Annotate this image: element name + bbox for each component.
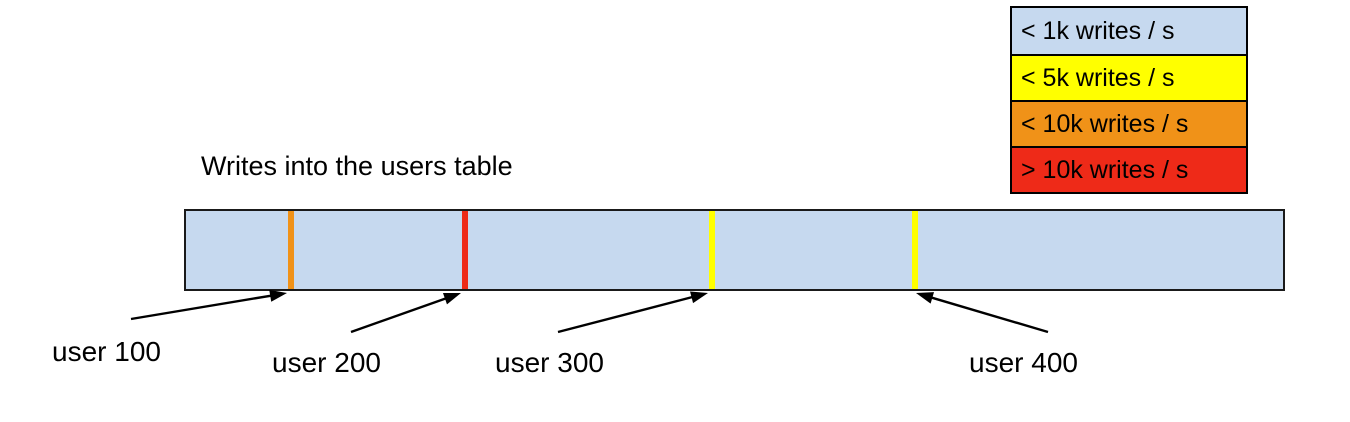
- diagram-caption: Writes into the users table: [201, 151, 513, 181]
- stripe-user-200: [462, 211, 468, 289]
- arrow-head-0: [269, 289, 287, 302]
- legend-item-label: < 10k writes / s: [1021, 109, 1189, 138]
- arrow-head-1: [442, 293, 461, 305]
- legend-item-lt-10k: < 10k writes / s: [1012, 100, 1246, 146]
- arrow-shaft-0: [130, 293, 275, 321]
- stripe-user-100: [288, 211, 294, 289]
- stripe-user-300: [709, 211, 715, 289]
- legend-item-gt-10k: > 10k writes / s: [1012, 146, 1246, 192]
- legend-item-lt-1k: < 1k writes / s: [1012, 8, 1246, 54]
- legend: < 1k writes / s < 5k writes / s < 10k wr…: [1010, 6, 1248, 194]
- stripe-user-400: [912, 211, 918, 289]
- legend-item-lt-5k: < 5k writes / s: [1012, 54, 1246, 100]
- arrow-shaft-3: [928, 295, 1049, 334]
- arrow-shaft-2: [557, 295, 696, 334]
- marker-label-user-100: user 100: [52, 336, 161, 367]
- marker-label-user-300: user 300: [495, 347, 604, 378]
- marker-label-user-400: user 400: [969, 347, 1078, 378]
- legend-item-label: < 5k writes / s: [1021, 63, 1175, 92]
- users-table-bar: [184, 209, 1285, 291]
- legend-item-label: < 1k writes / s: [1021, 16, 1175, 45]
- arrow-shaft-1: [350, 296, 450, 334]
- arrow-head-3: [916, 292, 935, 304]
- marker-label-user-200: user 200: [272, 347, 381, 378]
- legend-item-label: > 10k writes / s: [1021, 155, 1189, 184]
- arrow-head-2: [690, 291, 708, 304]
